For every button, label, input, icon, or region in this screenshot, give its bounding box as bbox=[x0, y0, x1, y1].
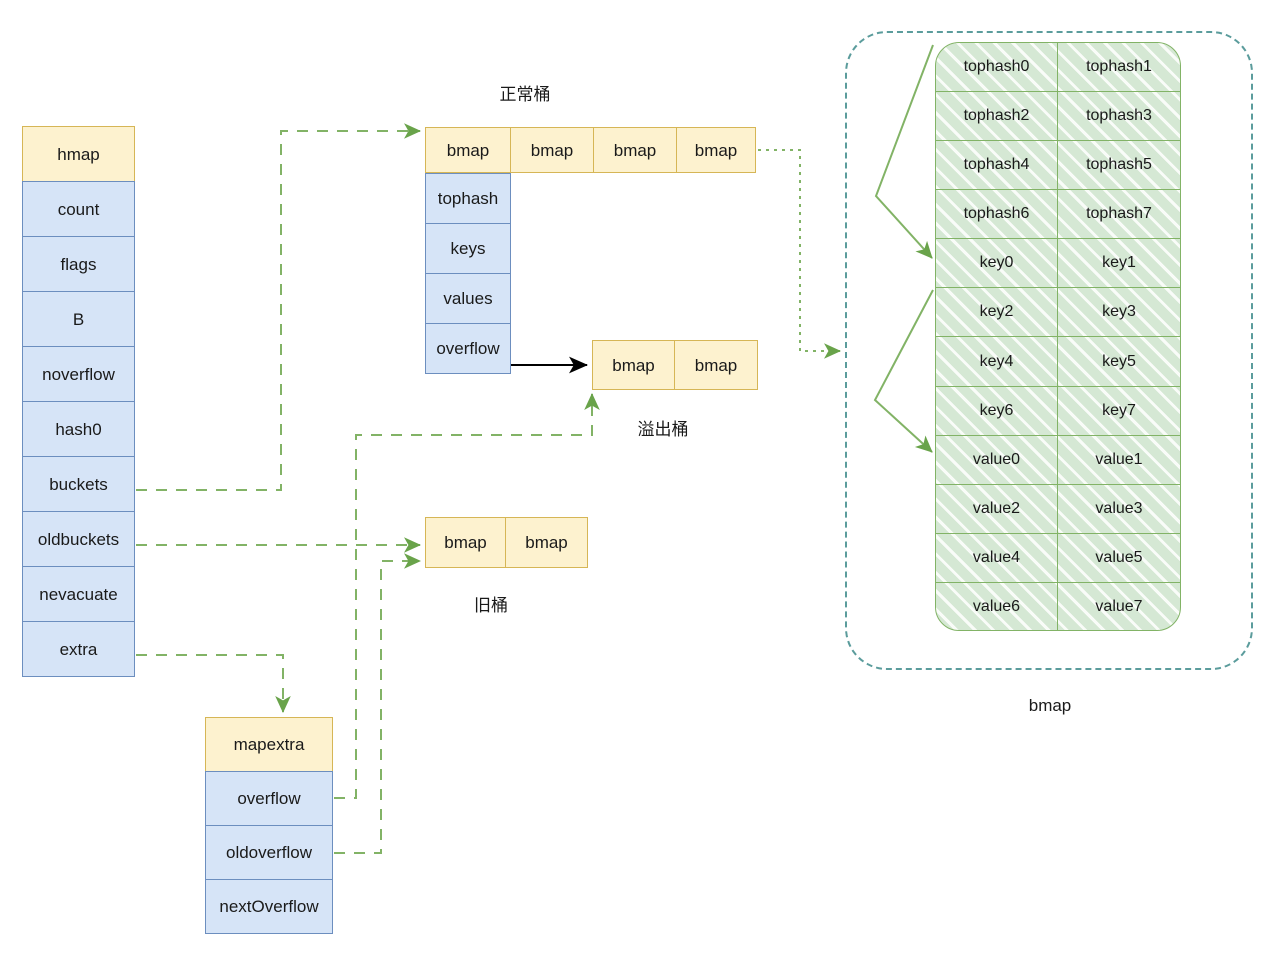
hmap-field-extra: extra bbox=[22, 621, 135, 677]
bucket-field-tophash: tophash bbox=[425, 173, 511, 224]
hmap-field-buckets: buckets bbox=[22, 456, 135, 512]
normal-bucket-cell-2: bmap bbox=[593, 127, 677, 173]
bmap-cell-key1: key1 bbox=[1058, 239, 1180, 289]
bmap-cell-value0: value0 bbox=[936, 435, 1058, 485]
bmap-cell-value4: value4 bbox=[936, 533, 1058, 583]
bmap-cell-tophash5: tophash5 bbox=[1058, 141, 1180, 191]
mapextra-header: mapextra bbox=[205, 717, 333, 772]
edge-extra-to-mapextra bbox=[136, 654, 291, 713]
mapextra-field-nextoverflow: nextOverflow bbox=[205, 879, 333, 934]
bmap-cell-key0: key0 bbox=[936, 239, 1058, 289]
hmap-struct: hmap count flags B noverflow hash0 bucke… bbox=[22, 126, 135, 677]
bmap-cell-key3: key3 bbox=[1058, 288, 1180, 338]
bmap-cell-key2: key2 bbox=[936, 288, 1058, 338]
normal-bucket-cell-0: bmap bbox=[425, 127, 511, 173]
bmap-cell-tophash6: tophash6 bbox=[936, 190, 1058, 240]
hmap-field-oldbuckets: oldbuckets bbox=[22, 511, 135, 567]
overflow-bucket-caption: 溢出桶 bbox=[637, 420, 689, 439]
hmap-field-nevacuate: nevacuate bbox=[22, 566, 135, 622]
bmap-cell-value1: value1 bbox=[1058, 436, 1180, 485]
edge-oldoverflow-to-old-bucket bbox=[334, 553, 421, 854]
edge-buckets-to-normal-bucket bbox=[136, 123, 421, 491]
mapextra-struct: mapextra overflow oldoverflow nextOverfl… bbox=[205, 717, 333, 934]
old-bucket-array: bmap bmap bbox=[425, 517, 588, 568]
bmap-cell-value3: value3 bbox=[1058, 485, 1180, 534]
bmap-cell-value2: value2 bbox=[936, 484, 1058, 534]
mapextra-field-overflow: overflow bbox=[205, 771, 333, 826]
normal-bucket-cell-1: bmap bbox=[510, 127, 594, 173]
bmap-cell-key4: key4 bbox=[936, 337, 1058, 387]
bucket-field-overflow: overflow bbox=[425, 323, 511, 374]
bmap-cell-tophash7: tophash7 bbox=[1058, 190, 1180, 240]
bmap-detail-container bbox=[845, 31, 1253, 670]
old-bucket-caption: 旧桶 bbox=[474, 596, 508, 615]
edge-bmap-to-detail bbox=[758, 149, 841, 359]
normal-bucket-cell-3: bmap bbox=[676, 127, 756, 173]
overflow-bucket-cell-1: bmap bbox=[674, 340, 758, 390]
bmap-cell-tophash4: tophash4 bbox=[936, 141, 1058, 191]
normal-bucket-array: bmap bmap bmap bmap bbox=[425, 127, 756, 173]
overflow-bucket-cell-0: bmap bbox=[592, 340, 675, 390]
bucket-field-keys: keys bbox=[425, 223, 511, 274]
hmap-field-b: B bbox=[22, 291, 135, 347]
normal-bucket-caption: 正常桶 bbox=[499, 85, 551, 104]
bmap-detail-caption: bmap bbox=[1028, 696, 1072, 715]
bucket-field-values: values bbox=[425, 273, 511, 324]
hmap-header: hmap bbox=[22, 126, 135, 182]
old-bucket-cell-0: bmap bbox=[425, 517, 506, 568]
bmap-cell-key5: key5 bbox=[1058, 337, 1180, 387]
hmap-field-noverflow: noverflow bbox=[22, 346, 135, 402]
bmap-cell-value5: value5 bbox=[1058, 534, 1180, 583]
bmap-cell-tophash3: tophash3 bbox=[1058, 92, 1180, 142]
bmap-detail-grid: tophash0 tophash1 tophash2 tophash3 toph… bbox=[935, 42, 1181, 631]
bmap-cell-tophash2: tophash2 bbox=[936, 92, 1058, 142]
bmap-cell-tophash1: tophash1 bbox=[1058, 43, 1180, 93]
hmap-field-hash0: hash0 bbox=[22, 401, 135, 457]
bmap-cell-key7: key7 bbox=[1058, 387, 1180, 436]
hmap-field-flags: flags bbox=[22, 236, 135, 292]
bmap-cell-key6: key6 bbox=[936, 386, 1058, 436]
bmap-cell-tophash0: tophash0 bbox=[936, 43, 1058, 93]
old-bucket-cell-1: bmap bbox=[505, 517, 588, 568]
bucket-detail-fields: tophash keys values overflow bbox=[425, 173, 511, 374]
hmap-field-count: count bbox=[22, 181, 135, 237]
mapextra-field-oldoverflow: oldoverflow bbox=[205, 825, 333, 880]
bmap-cell-value6: value6 bbox=[936, 582, 1058, 630]
bmap-cell-value7: value7 bbox=[1095, 598, 1143, 616]
overflow-bucket-array: bmap bmap bbox=[592, 340, 758, 390]
